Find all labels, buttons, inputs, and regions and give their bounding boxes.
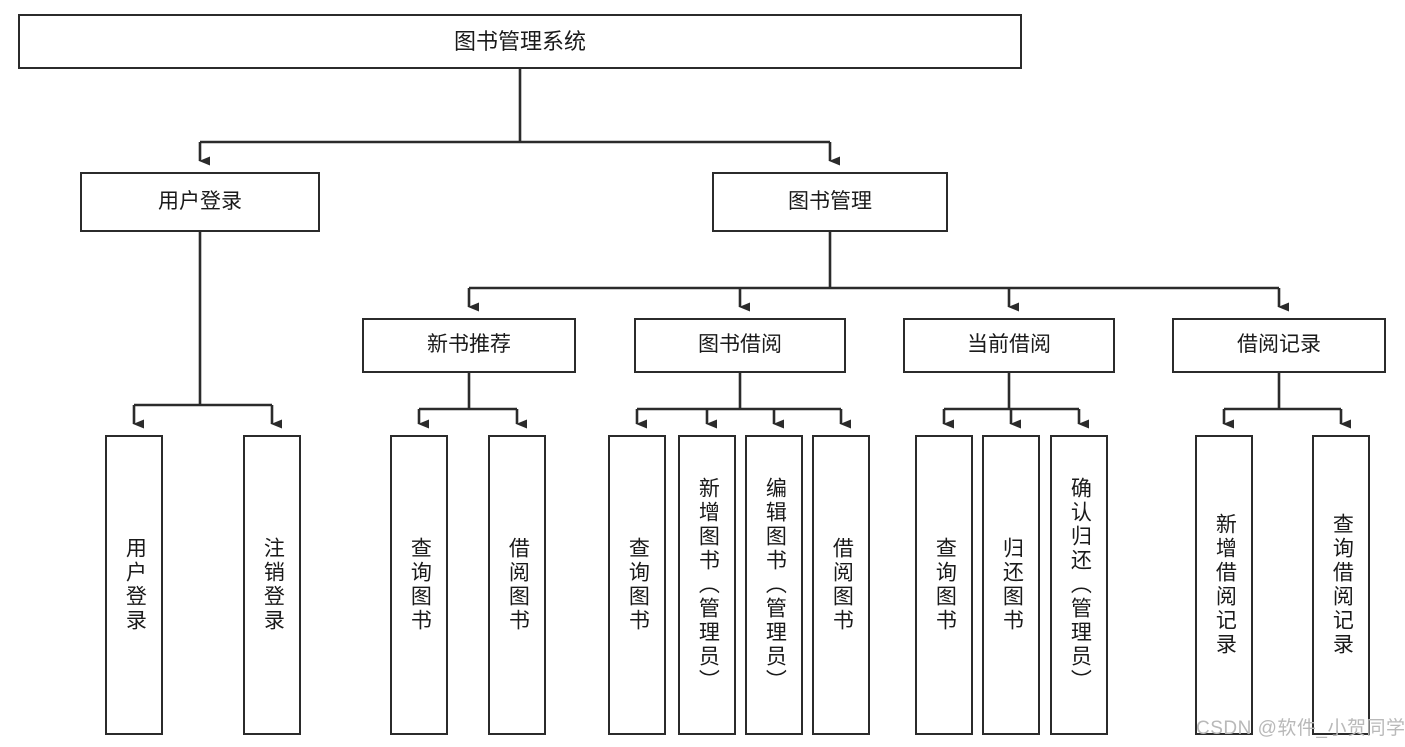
node-label-leaf_query_book_3: 查询图书 (933, 537, 957, 633)
node-label-user_login: 用户登录 (158, 189, 242, 213)
node-leaf_logout: 注销登录 (243, 435, 301, 735)
node-label-leaf_user_login: 用户登录 (123, 537, 147, 633)
node-leaf_edit_book: 编辑图书（管理员） (745, 435, 803, 735)
node-leaf_return_book: 归还图书 (982, 435, 1040, 735)
node-label-leaf_query_book_1: 查询图书 (408, 537, 432, 633)
node-label-leaf_query_book_2: 查询图书 (626, 537, 650, 633)
node-label-leaf_edit_book: 编辑图书（管理员） (763, 477, 787, 693)
node-label-leaf_borrow_book_1: 借阅图书 (506, 537, 530, 633)
node-label-book_borrow: 图书借阅 (698, 333, 782, 357)
node-label-new_book_rec: 新书推荐 (427, 333, 511, 357)
node-user_login: 用户登录 (80, 172, 320, 232)
node-label-leaf_add_book: 新增图书（管理员） (696, 477, 720, 693)
node-label-leaf_query_record: 查询借阅记录 (1330, 513, 1354, 657)
node-book_borrow: 图书借阅 (634, 318, 846, 373)
node-label-leaf_confirm_return: 确认归还（管理员） (1068, 477, 1092, 693)
node-leaf_add_book: 新增图书（管理员） (678, 435, 736, 735)
node-root: 图书管理系统 (18, 14, 1022, 69)
node-leaf_query_record: 查询借阅记录 (1312, 435, 1370, 735)
node-label-leaf_add_record: 新增借阅记录 (1213, 513, 1237, 657)
node-leaf_confirm_return: 确认归还（管理员） (1050, 435, 1108, 735)
node-label-leaf_return_book: 归还图书 (1000, 537, 1024, 633)
node-book_manage: 图书管理 (712, 172, 948, 232)
node-label-leaf_logout: 注销登录 (261, 537, 285, 633)
node-leaf_user_login: 用户登录 (105, 435, 163, 735)
node-current_borrow: 当前借阅 (903, 318, 1115, 373)
node-leaf_borrow_book_2: 借阅图书 (812, 435, 870, 735)
node-leaf_add_record: 新增借阅记录 (1195, 435, 1253, 735)
node-leaf_query_book_3: 查询图书 (915, 435, 973, 735)
node-label-root: 图书管理系统 (453, 28, 586, 54)
node-label-current_borrow: 当前借阅 (967, 333, 1051, 357)
node-leaf_query_book_1: 查询图书 (390, 435, 448, 735)
node-leaf_borrow_book_1: 借阅图书 (488, 435, 546, 735)
node-label-borrow_record: 借阅记录 (1237, 333, 1321, 357)
node-new_book_rec: 新书推荐 (362, 318, 576, 373)
node-borrow_record: 借阅记录 (1172, 318, 1386, 373)
node-label-book_manage: 图书管理 (788, 189, 872, 213)
node-label-leaf_borrow_book_2: 借阅图书 (830, 537, 854, 633)
node-leaf_query_book_2: 查询图书 (608, 435, 666, 735)
watermark-label: CSDN @软件_小贺同学 (1196, 718, 1405, 739)
